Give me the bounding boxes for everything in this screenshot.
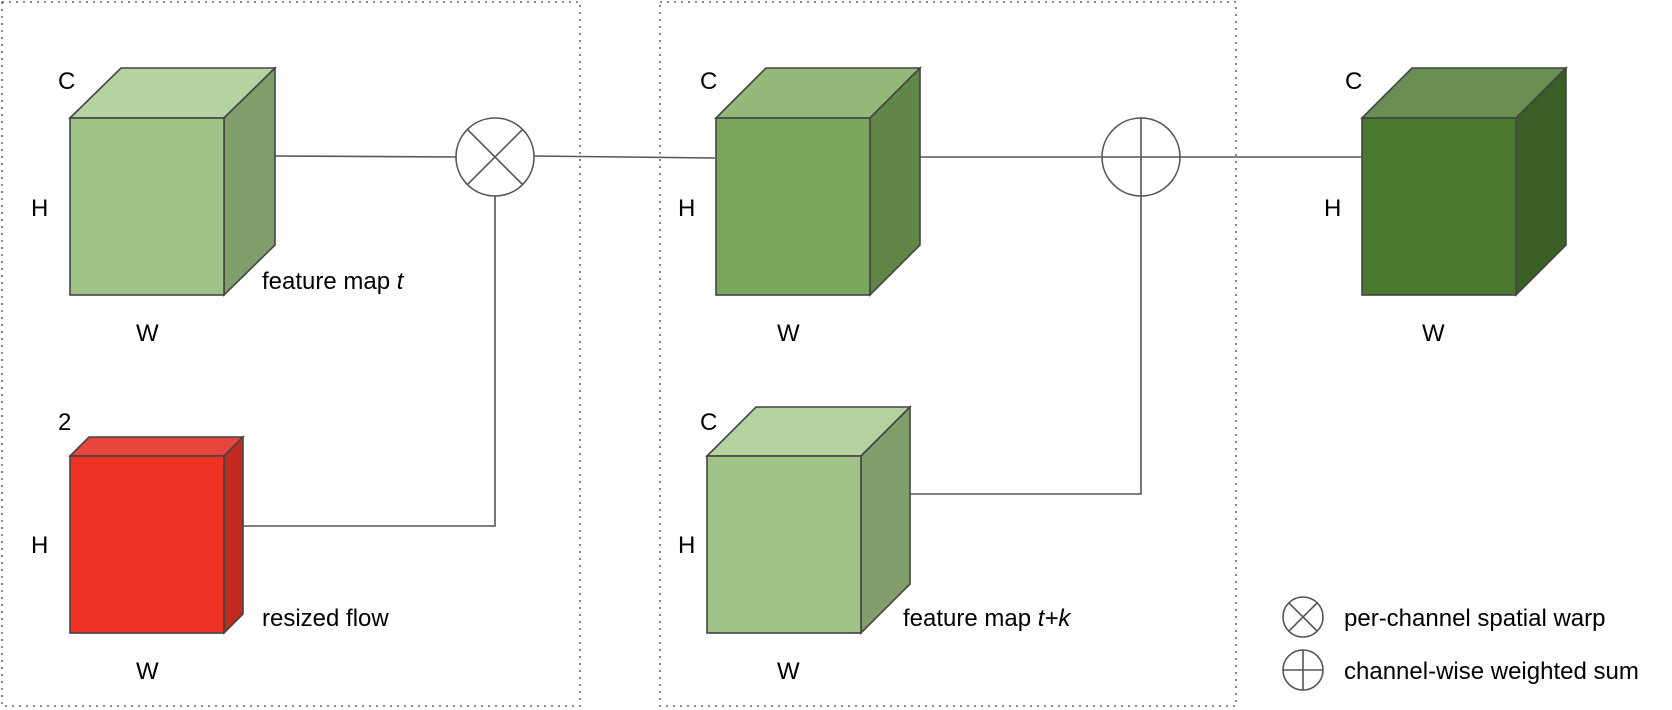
legend-sum-label: channel-wise weighted sum bbox=[1344, 658, 1639, 685]
resized-flow-top bbox=[68, 436, 245, 457]
legend: per-channel spatial warp channel-wise we… bbox=[1282, 596, 1639, 691]
resized-flow-side bbox=[223, 435, 244, 635]
legend-sum-icon bbox=[1282, 649, 1324, 691]
edge-flow-to-warp bbox=[243, 196, 496, 527]
channel-dim-label: C bbox=[700, 68, 717, 95]
width-dim-label: W bbox=[136, 658, 159, 685]
channel-dim-label: C bbox=[700, 409, 717, 436]
resized-flow-label: resized flow bbox=[262, 605, 389, 632]
legend-warp-icon bbox=[1282, 596, 1324, 638]
flow-channel-dim-label: 2 bbox=[58, 409, 71, 436]
feature-map-t-front bbox=[69, 117, 225, 296]
channel-dim-label: C bbox=[1345, 68, 1362, 95]
width-dim-label: W bbox=[136, 320, 159, 347]
aggregation-stage-box bbox=[659, 1, 1237, 707]
legend-warp-label: per-channel spatial warp bbox=[1344, 605, 1605, 632]
output-feature-map-cube bbox=[1360, 66, 1568, 297]
feature-map-tk-front bbox=[706, 455, 862, 634]
height-dim-label: H bbox=[31, 195, 48, 222]
height-dim-label: H bbox=[1324, 195, 1341, 222]
warp-operator-icon bbox=[455, 117, 535, 197]
feature-map-tk-label: feature map t+k bbox=[903, 605, 1072, 632]
warp-stage-box bbox=[1, 1, 581, 707]
warped-feature-map-front bbox=[715, 117, 871, 296]
width-dim-label: W bbox=[777, 658, 800, 685]
output-feature-map-front bbox=[1361, 117, 1517, 296]
width-dim-label: W bbox=[1422, 320, 1445, 347]
feature-map-t-cube bbox=[68, 66, 277, 297]
height-dim-label: H bbox=[678, 195, 695, 222]
edge-feature-t-to-warp bbox=[274, 155, 458, 158]
resized-flow-cube bbox=[68, 435, 245, 635]
weighted-sum-operator-icon bbox=[1101, 117, 1181, 197]
resized-flow-front bbox=[69, 455, 225, 634]
height-dim-label: H bbox=[31, 532, 48, 559]
width-dim-label: W bbox=[777, 320, 800, 347]
edge-warp-to-warped-feature bbox=[532, 155, 716, 159]
feature-map-t-label: feature map t bbox=[262, 268, 405, 295]
feature-map-tk-cube bbox=[705, 405, 912, 635]
warped-feature-map-cube bbox=[714, 66, 922, 297]
edge-feature-tk-to-sum bbox=[910, 196, 1142, 495]
height-dim-label: H bbox=[678, 532, 695, 559]
channel-dim-label: C bbox=[58, 68, 75, 95]
